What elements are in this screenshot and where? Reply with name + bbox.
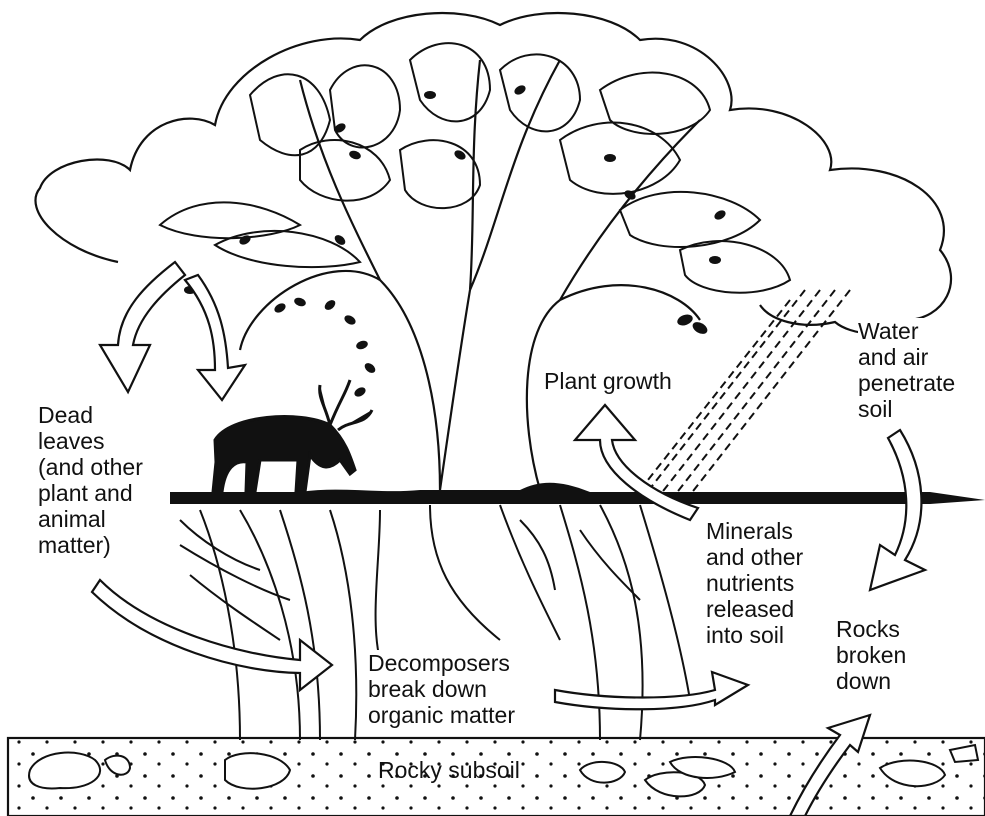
label-decomposers: Decomposers break down organic matter bbox=[368, 650, 515, 728]
lobe bbox=[500, 54, 580, 131]
arrow-leaves-fall-right bbox=[185, 275, 245, 400]
lobe bbox=[330, 65, 400, 147]
leaves bbox=[184, 84, 727, 399]
arrow-to-decomposers bbox=[92, 580, 332, 690]
label-water-air: Water and air penetrate soil bbox=[858, 318, 955, 422]
lobe bbox=[400, 140, 480, 208]
arrow-water-to-rocks bbox=[870, 430, 925, 590]
label-minerals: Minerals and other nutrients released in… bbox=[706, 518, 803, 648]
canopy-lobes bbox=[160, 43, 790, 293]
lobe bbox=[680, 241, 790, 293]
label-dead-leaves: Dead leaves (and other plant and animal … bbox=[38, 402, 143, 558]
label-rocks-broken: Rocks broken down bbox=[836, 616, 906, 694]
ground-surface bbox=[170, 483, 985, 504]
arrow-leaves-fall-left bbox=[100, 262, 185, 392]
deer-silhouette bbox=[213, 380, 372, 492]
arrow-to-minerals bbox=[555, 672, 748, 709]
lobe bbox=[600, 73, 710, 134]
lobe bbox=[620, 192, 760, 247]
label-rocky-subsoil: Rocky subsoil bbox=[378, 757, 520, 783]
lobe bbox=[160, 202, 300, 238]
label-plant-growth: Plant growth bbox=[544, 368, 672, 394]
